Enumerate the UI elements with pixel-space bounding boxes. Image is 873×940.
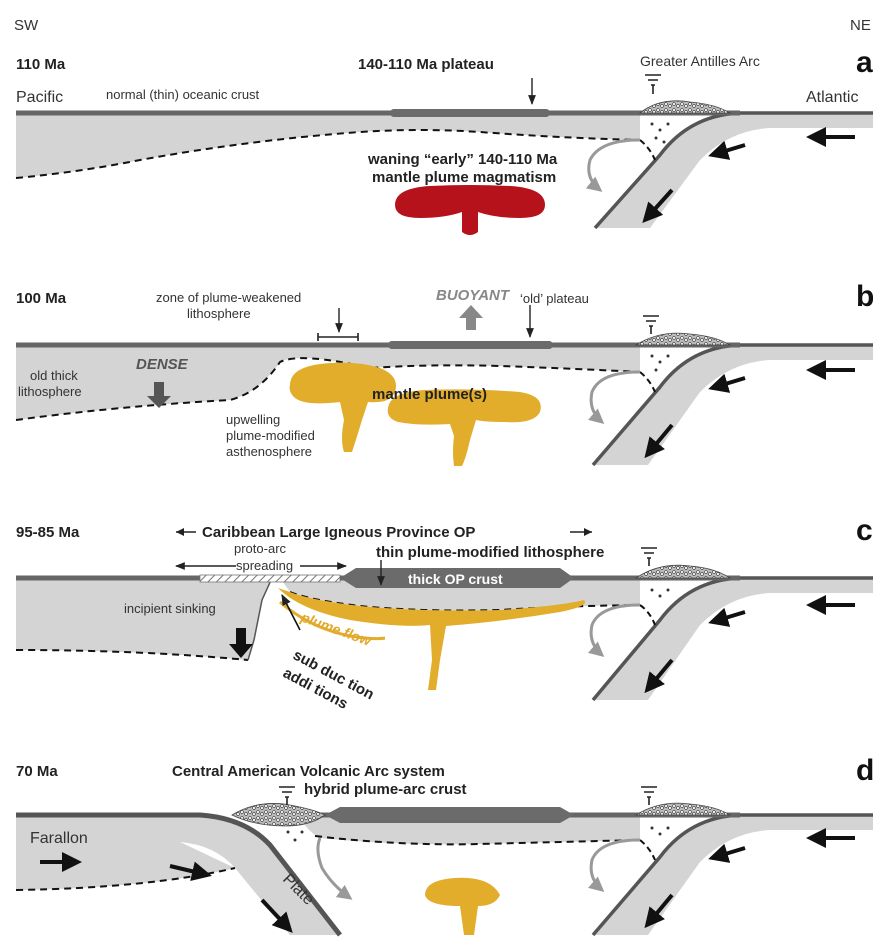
panel-b-arc-rubble [636,333,730,345]
panel-b-plumes: mantle plume(s) [372,386,487,403]
panel-d-age: 70 Ma [16,763,58,780]
panel-d-plume [425,878,500,935]
panel-b-old-thick-1: old thick [30,368,78,383]
panel-a-arc-rubble [640,101,730,113]
ne-label: NE [850,17,871,34]
panel-b-old-plateau: ‘old’ plateau [520,291,589,306]
panel-c-spreading-zone [200,575,340,582]
panel-c-thin-plume: thin plume-modified lithosphere [376,544,604,561]
sw-label: SW [14,17,39,34]
panel-b-age: 100 Ma [16,290,67,307]
panel-b-dense: DENSE [136,356,189,373]
panel-d-volcano-left-icon [279,787,295,805]
panel-a-crust-label: normal (thin) oceanic crust [106,87,260,102]
panel-a-plateau [390,109,550,117]
panel-b: 100 Ma b zone of plume-weakened lithosph… [16,280,873,466]
panel-a-letter: a [856,46,873,79]
panel-b-plateau [388,341,553,349]
panel-a-volcano-icon [645,75,661,94]
panel-b-upwelling-1: upwelling [226,412,280,427]
panel-c: 95-85 Ma c Caribbean Large Igneous Provi… [16,514,873,713]
panel-d-farallon: Farallon [30,830,88,847]
panel-d-op-crust [325,807,574,823]
panel-b-letter: b [856,280,873,313]
panel-a-arc-title: Greater Antilles Arc [640,53,760,69]
panel-d-letter: d [856,754,873,787]
panel-a-age: 110 Ma [16,56,66,73]
panel-b-upwelling-2: plume-modified [226,428,315,443]
panel-a: 110 Ma 140-110 Ma plateau Greater Antill… [16,46,873,235]
panel-c-proto-2: spreading [236,558,293,573]
panel-c-proto-1: proto-arc [234,541,287,556]
panel-b-buoyant-arrow [459,305,483,330]
panel-d-cav: Central American Volcanic Arc system [172,763,445,780]
panel-b-volcano-icon [643,316,659,334]
panel-a-atlantic: Atlantic [806,89,858,106]
panel-c-incipient: incipient sinking [124,601,216,616]
panel-c-lip: Caribbean Large Igneous Province OP [202,524,475,541]
panel-c-thick-op: thick OP crust [408,571,503,587]
panel-b-zone-2: lithosphere [187,306,251,321]
panel-a-red-plume [395,185,545,235]
panel-c-age: 95-85 Ma [16,524,80,541]
panel-a-plateau-title: 140-110 Ma plateau [358,56,494,73]
panel-b-buoyant: BUOYANT [436,287,511,304]
panel-b-zone-1: zone of plume-weakened [156,290,301,305]
panel-d-hybrid: hybrid plume-arc crust [304,781,467,798]
panel-d-volcano-right-icon [641,787,657,805]
panel-a-waning-2: mantle plume magmatism [372,169,556,186]
panel-a-waning-1: waning “early” 140-110 Ma [367,151,558,168]
panel-d: 70 Ma d Central American Volcanic Arc sy… [16,754,873,935]
panel-a-mantle-flow-arrow [589,140,640,190]
panel-b-old-thick-2: lithosphere [18,384,82,399]
panel-b-upwelling-3: asthenosphere [226,444,312,459]
panel-c-letter: c [856,514,873,547]
panel-c-volcano-icon [641,548,657,566]
panel-a-pacific: Pacific [16,89,63,106]
